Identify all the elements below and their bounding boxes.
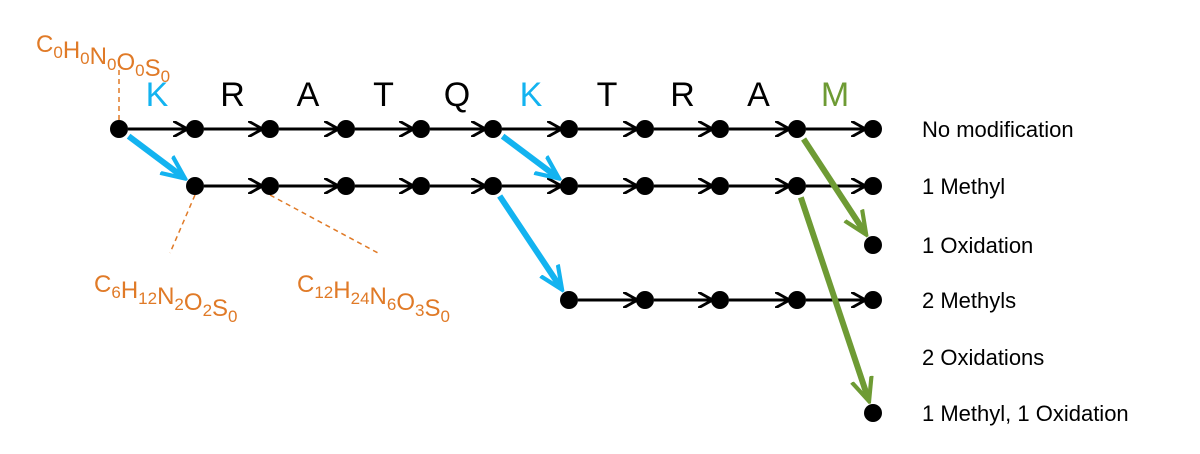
- formula-count: 0: [53, 43, 62, 62]
- node-row1-col11: [864, 120, 882, 138]
- sequence-letter-1: K: [146, 76, 169, 114]
- node-row2-col3: [261, 177, 279, 195]
- row-label-5: 2 Oxidations: [922, 345, 1044, 370]
- sequence-letter-4: T: [373, 76, 394, 114]
- row-label-2: 1 Methyl: [922, 174, 1005, 199]
- node-row2-col8: [636, 177, 654, 195]
- node-row1-col8: [636, 120, 654, 138]
- formula-element: C: [36, 31, 53, 58]
- formula-leader-layer: [118, 64, 379, 254]
- formula-element: H: [63, 37, 80, 64]
- formula-element: S: [424, 295, 440, 322]
- formula-count: 24: [351, 289, 370, 308]
- formula-element: O: [116, 49, 135, 76]
- node-row4-col11: [864, 291, 882, 309]
- node-row2-col10: [788, 177, 806, 195]
- node-row1-col10: [788, 120, 806, 138]
- node-row2-col2: [186, 177, 204, 195]
- formula-element: N: [370, 283, 387, 310]
- node-row1-col9: [711, 120, 729, 138]
- formula-count: 12: [314, 283, 333, 302]
- sequence-letter-9: A: [747, 76, 770, 114]
- row-label-1: No modification: [922, 117, 1074, 142]
- formula-element: C: [94, 271, 111, 298]
- formula-count: 3: [415, 301, 424, 320]
- node-row1-col7: [560, 120, 578, 138]
- formula-leader-2: [169, 194, 196, 254]
- formula-count: 6: [387, 295, 396, 314]
- sequence-letter-5: Q: [444, 76, 470, 114]
- node-row1-col4: [337, 120, 355, 138]
- formula-count: 6: [111, 283, 120, 302]
- formula-label-3: C12H24N6O3S0: [297, 271, 450, 326]
- row-labels: No modification 1 Methyl 1 Oxidation 2 Meth…: [922, 117, 1129, 426]
- node-row6-col11: [864, 404, 882, 422]
- formula-count: 0: [107, 55, 116, 74]
- formula-count: 0: [135, 61, 144, 80]
- formula-count: 2: [174, 295, 183, 314]
- methyl-edge-3: [497, 194, 561, 288]
- modification-edge-layer: [126, 133, 869, 399]
- node-row4-col8: [636, 291, 654, 309]
- formula-count: 2: [203, 301, 212, 320]
- node-layer: [110, 120, 882, 422]
- formula-element: S: [212, 295, 228, 322]
- node-row2-col11: [864, 177, 882, 195]
- formula-count: 12: [138, 289, 157, 308]
- formula-element: O: [184, 289, 203, 316]
- formula-count: 0: [80, 49, 89, 68]
- sequence-letter-8: R: [670, 76, 695, 114]
- formula-label-1: C0H0N0O0S0: [36, 31, 170, 86]
- formula-element: S: [145, 55, 161, 82]
- node-row1-col2: [186, 120, 204, 138]
- formula-element: N: [157, 283, 174, 310]
- methyl-edge-2: [500, 133, 557, 177]
- node-row1-col6: [484, 120, 502, 138]
- node-row2-col7: [560, 177, 578, 195]
- sequence-letter-3: A: [297, 76, 320, 114]
- node-row4-col10: [788, 291, 806, 309]
- node-row2-col9: [711, 177, 729, 195]
- node-row2-col4: [337, 177, 355, 195]
- row-label-3: 1 Oxidation: [922, 233, 1033, 258]
- sequence-letter-10: M: [821, 76, 849, 114]
- node-row1-col5: [412, 120, 430, 138]
- sequence-letter-7: T: [597, 76, 618, 114]
- formula-element: H: [333, 277, 350, 304]
- node-row3-col11: [864, 236, 882, 254]
- sequence-letter-6: K: [520, 76, 543, 114]
- node-row1-col3: [261, 120, 279, 138]
- oxidation-edge-2: [797, 196, 868, 398]
- methyl-edge-1: [126, 133, 183, 177]
- oxidation-edge-1: [801, 137, 865, 232]
- formula-leader-3: [269, 194, 379, 254]
- formula-element: C: [297, 271, 314, 298]
- node-row2-col6: [484, 177, 502, 195]
- formula-count: 0: [161, 67, 170, 86]
- formula-count: 0: [228, 307, 237, 326]
- formula-count: 0: [441, 307, 450, 326]
- row-label-4: 2 Methyls: [922, 288, 1016, 313]
- formula-element: N: [90, 43, 107, 70]
- node-row2-col5: [412, 177, 430, 195]
- node-row1-col1: [110, 120, 128, 138]
- node-row4-col7: [560, 291, 578, 309]
- formula-element: O: [396, 289, 415, 316]
- formula-label-2: C6H12N2O2S0: [94, 271, 238, 326]
- edge-layer: [128, 129, 864, 300]
- row-label-6: 1 Methyl, 1 Oxidation: [922, 401, 1129, 426]
- sequence-letter-2: R: [220, 76, 245, 114]
- formula-element: H: [121, 277, 138, 304]
- node-row4-col9: [711, 291, 729, 309]
